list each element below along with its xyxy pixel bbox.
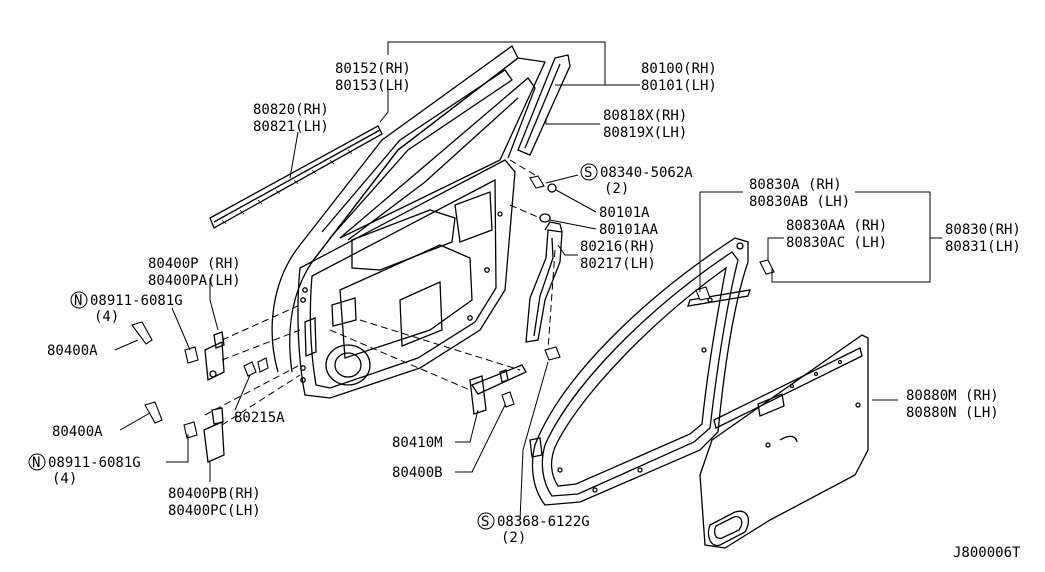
label-bolt-lower: 80400A [52, 424, 103, 440]
lower-hinge [183, 407, 225, 463]
label-plug-aa: 80101AA [599, 222, 659, 238]
n-symbol-circle-upper [70, 291, 88, 309]
label-screw-s-number: 08340-5062A [600, 165, 693, 181]
label-run-channel-rh: 80152(RH) [335, 61, 411, 77]
label-glass-seal-lh: 80819X(LH) [603, 125, 687, 141]
label-nut-lower-qty: (4) [52, 471, 77, 487]
label-trim-lh: 80880N (LH) [906, 405, 999, 421]
s-symbol-lower: S [481, 514, 489, 530]
n-symbol-lower: N [32, 455, 40, 471]
n-symbol-upper: N [74, 293, 82, 309]
label-outer-molding-lh: 80821(LH) [253, 119, 329, 135]
label-screw-s2-qty: (2) [501, 530, 526, 546]
label-door-panel-lh: 80101(LH) [641, 78, 717, 94]
label-run-channel-lh: 80153(LH) [335, 78, 411, 94]
s-symbol: S [584, 165, 592, 181]
diagram-id: J800006T [953, 545, 1021, 561]
bolts [131, 175, 775, 424]
label-nut-upper-number: 08911-6081G [90, 293, 183, 309]
label-screw-s-qty: (2) [604, 181, 629, 197]
check-link [469, 364, 527, 415]
label-weatherstrip-rh: 80830(RH) [945, 222, 1021, 238]
label-upper-hinge-lh: 80400PA(LH) [148, 273, 241, 289]
label-lower-hinge-lh: 80400PC(LH) [168, 503, 261, 519]
door-trim [699, 334, 869, 549]
label-check-bolt: 80400B [392, 465, 443, 481]
labels: 80152(RH) 80153(LH) 80100(RH) 80101(LH) … [28, 61, 1021, 561]
leader-lines [114, 41, 942, 521]
s-symbol-circle-lower [477, 512, 495, 530]
sash-garnish [525, 221, 563, 343]
label-nut-upper-qty: (4) [94, 309, 119, 325]
label-sash-rh: 80216(RH) [580, 239, 656, 255]
label-weatherstrip-a-rh: 80830A (RH) [749, 177, 842, 193]
label-weatherstrip-a-lh: 80830AB (LH) [749, 194, 850, 210]
label-door-panel-rh: 80100(RH) [641, 61, 717, 77]
label-outer-molding-rh: 80820(RH) [253, 102, 329, 118]
door-inner-panel [297, 159, 516, 399]
glass-seal [517, 54, 571, 156]
label-check-link: 80410M [392, 435, 443, 451]
s-symbol-circle [580, 163, 598, 181]
label-weatherstrip-aa-lh: 80830AC (LH) [786, 235, 887, 251]
outer-molding [209, 125, 383, 229]
label-weatherstrip-lh: 80831(LH) [945, 239, 1021, 255]
n-symbol-circle-lower [28, 453, 46, 471]
assembly-lines [204, 159, 556, 426]
label-upper-hinge-rh: 80400P (RH) [148, 256, 241, 272]
label-glass-seal-rh: 80818X(RH) [603, 108, 687, 124]
label-bolt-upper: 80400A [47, 343, 98, 359]
label-trim-rh: 80880M (RH) [906, 388, 999, 404]
label-plug-a: 80101A [599, 205, 650, 221]
label-sash-lh: 80217(LH) [580, 256, 656, 272]
label-nut-lower-number: 08911-6081G [48, 455, 141, 471]
label-screw-s2-number: 08368-6122G [497, 514, 590, 530]
weatherstrip [529, 237, 751, 506]
label-weatherstrip-aa-rh: 80830AA (RH) [786, 218, 887, 234]
door-frame [271, 45, 546, 373]
label-lower-hinge-rh: 80400PB(RH) [168, 486, 261, 502]
label-stopper-bolt: 80215A [234, 410, 285, 426]
upper-hinge [184, 331, 225, 382]
